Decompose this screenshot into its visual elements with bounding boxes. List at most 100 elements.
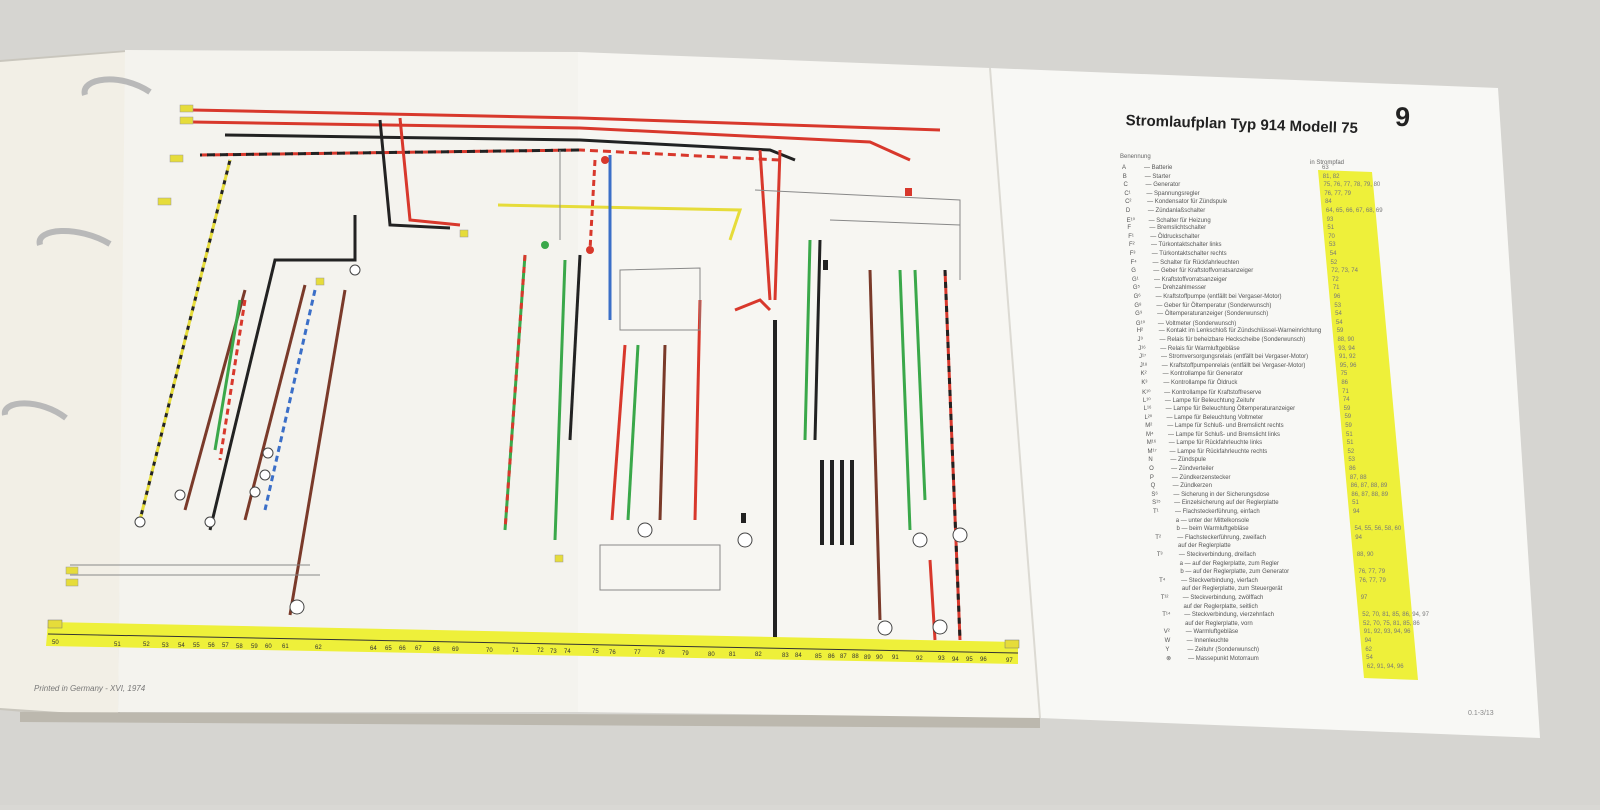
circuit-number: 84 (795, 653, 802, 659)
circuit-number: 90 (876, 655, 883, 661)
legend-row: T¹²— Steckverbindung, zwölffach (1161, 595, 1264, 601)
legend-ref-highlight (1318, 170, 1418, 680)
legend-row: F— Bremslichtschalter (1127, 225, 1206, 231)
legend-code: T¹ (1152, 509, 1159, 515)
circuit-number: 97 (1006, 658, 1013, 664)
legend-text: — Zündkerzenstecker (1171, 474, 1231, 481)
circuit-number: 64 (370, 646, 377, 652)
legend-row: B— Starter (1123, 174, 1171, 180)
legend-ref: 93 (1326, 216, 1334, 223)
legend-ref: 94 (1364, 638, 1372, 644)
legend-code: T³ (1156, 552, 1163, 558)
legend-text: — Generator (1145, 182, 1181, 189)
legend-code: M¹⁷ (1147, 448, 1157, 455)
legend-code: V² (1163, 629, 1170, 636)
legend-ref: 75, 76, 77, 78, 79, 80 (1323, 182, 1381, 189)
legend-code: K³ (1141, 380, 1148, 386)
legend-text: — Sicherung in der Sicherungsdose (1173, 491, 1270, 498)
circuit-number: 53 (162, 643, 169, 649)
legend-text: — Türkontaktschalter links (1150, 242, 1222, 249)
legend-text: — Lampe für Beleuchtung Öltemperaturanze… (1165, 405, 1296, 412)
legend-code: T² (1155, 534, 1161, 541)
legend-row: E¹⁰— Schalter für Heizung (1127, 217, 1211, 224)
circuit-number: 92 (916, 656, 923, 662)
legend-row: b — beim Warmluftgebläse (1155, 526, 1249, 532)
legend-text: — Flachsteckerführung, einfach (1174, 509, 1260, 515)
legend-row: C¹— Spannungsregler (1124, 191, 1199, 197)
legend-row: T¹⁴— Steckverbindung, vierzehnfach (1162, 612, 1274, 618)
legend-row: Q— Zündkerzen (1151, 483, 1212, 489)
legend-code: G¹ (1132, 276, 1139, 283)
legend-ref: 59 (1336, 328, 1344, 335)
circuit-number: 96 (980, 657, 987, 663)
circuit-number: 75 (592, 649, 599, 655)
legend-row: auf der Reglerplatte (1156, 543, 1231, 549)
circuit-number: 71 (512, 648, 519, 654)
page-number: 9 (1394, 101, 1411, 133)
legend-ref: 53 (1334, 302, 1342, 309)
legend-row: G⁵— Drehzahlmesser (1133, 285, 1206, 291)
legend-code: H² (1136, 328, 1144, 335)
right-page (990, 68, 1540, 738)
legend-ref: 95, 96 (1339, 362, 1357, 369)
legend-code: A (1122, 165, 1127, 171)
legend-row: S⁶— Sicherung in der Sicherungsdose (1151, 492, 1269, 498)
legend-row: b — auf der Reglerplatte, zum Generator (1158, 569, 1289, 575)
legend-text: — Kraftstoffvorratsanzeiger (1154, 276, 1227, 283)
legend-text: — Innenleuchte (1186, 638, 1229, 644)
legend-code: G (1131, 268, 1136, 275)
legend-text: — Lampe für Schluß- und Bremslicht links (1167, 431, 1281, 438)
legend-code: F¹ (1128, 233, 1134, 240)
legend-code: L²⁰ (1144, 415, 1153, 422)
circuit-number: 60 (265, 644, 272, 650)
circuit-number: 62 (315, 645, 322, 651)
legend-ref: 52 (1347, 448, 1355, 455)
legend-ref: 54, 55, 56, 58, 60 (1354, 526, 1402, 533)
legend-text: auf der Reglerplatte, seitlich (1183, 603, 1258, 610)
legend-text: — Kontrollampe für Generator (1162, 371, 1243, 378)
circuit-number: 69 (452, 647, 459, 653)
left-page (118, 50, 578, 712)
legend-code: C¹ (1124, 190, 1131, 197)
legend-text: — Steckverbindung, dreifach (1178, 552, 1256, 558)
legend-ref: 54 (1335, 311, 1342, 318)
legend-text: — Voltmeter (Sonderwunsch) (1157, 320, 1237, 327)
legend-row: F⁴— Schalter für Rückfahrleuchten (1131, 260, 1240, 266)
legend-row: G— Geber für Kraftstoffvorratsanzeiger (1131, 268, 1253, 274)
legend-text: — Steckverbindung, vierzehnfach (1184, 612, 1274, 619)
circuit-number: 74 (564, 649, 571, 655)
circuit-number: 59 (251, 644, 258, 650)
legend-text: — Kondensator für Zündspule (1147, 199, 1228, 206)
legend-ref: 76, 77, 79 (1359, 577, 1386, 584)
legend-row: auf der Reglerplatte, seitlich (1161, 604, 1257, 610)
circuit-number: 67 (415, 646, 422, 652)
circuit-number: 89 (864, 655, 871, 661)
circuit-number: 81 (729, 652, 736, 658)
legend-text: — Starter (1144, 173, 1171, 180)
circuit-number: 80 (708, 652, 715, 658)
legend-code: G⁶ (1133, 294, 1141, 300)
circuit-number: 72 (537, 648, 544, 654)
legend-ref: 63 (1322, 165, 1329, 171)
legend-row: auf der Reglerplatte, zum Steuergerät (1160, 586, 1282, 592)
circuit-number: 51 (114, 642, 121, 648)
legend-row: T¹ — Flachsteckerführung, einfach (1153, 509, 1260, 515)
center-page (578, 52, 1040, 718)
legend-ref: 93, 94 (1338, 345, 1355, 352)
legend-ref: 94 (1355, 534, 1362, 541)
legend-ref-header: in Strompfad (1310, 160, 1345, 166)
page-code: 0.1-3/13 (1468, 710, 1494, 717)
legend-text: — Kontrollampe für Öldruck (1163, 380, 1238, 386)
legend-row: O— Zündverteiler (1149, 466, 1214, 472)
legend-code: L¹⁰ (1142, 398, 1151, 405)
legend-row: N— Zündspule (1148, 457, 1206, 463)
legend-code: J¹⁶ (1138, 345, 1146, 352)
legend-code: K¹⁰ (1142, 389, 1151, 396)
circuit-number: 88 (852, 654, 859, 660)
legend-row: a — auf der Reglerplatte, zum Regler (1158, 561, 1279, 567)
legend-code: Y (1165, 646, 1170, 653)
circuit-number: 58 (236, 644, 243, 650)
legend-row: G¹⁰— Voltmeter (Sonderwunsch) (1136, 320, 1236, 327)
legend-code: J⁹ (1137, 337, 1144, 343)
